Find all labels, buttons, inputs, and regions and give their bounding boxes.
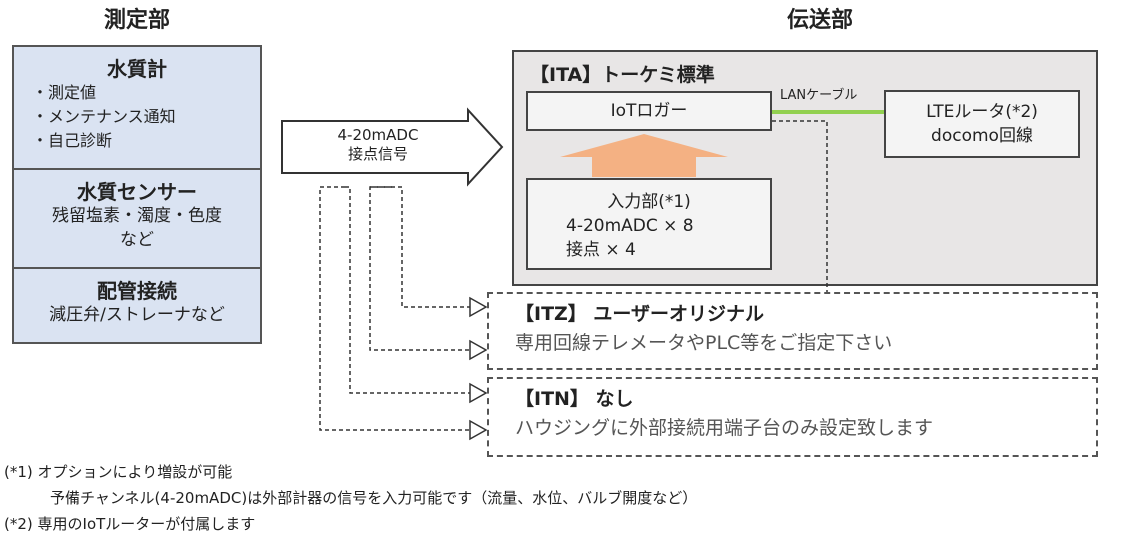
note-1: (*1) オプションにより増設が可能: [4, 463, 233, 481]
water-sensor-line: 残留塩素・濁度・色度: [52, 206, 222, 226]
up-arrow: [560, 134, 728, 177]
input-line-1: 入力部(*1): [607, 192, 691, 212]
water-meter-item: ・自己診断: [32, 131, 113, 150]
water-meter-box: 水質計 ・測定値 ・メンテナンス通知 ・自己診断: [12, 45, 262, 170]
water-sensor-box: 水質センサー 残留塩素・濁度・色度 など: [12, 168, 262, 269]
piping-title: 配管接続: [97, 279, 177, 303]
piping-text: 減圧弁/ストレーナなど: [49, 305, 225, 325]
dashed-arrow-2: [369, 186, 470, 351]
lan-cable-label: LANケーブル: [780, 88, 858, 103]
dashed-arrow-3: [345, 186, 470, 394]
water-meter-item: ・測定値: [32, 83, 97, 102]
piping-box: 配管接続 減圧弁/ストレーナなど: [12, 267, 262, 344]
signal-arrow: [281, 107, 504, 187]
ita-title: 【ITA】トーケミ標準: [530, 64, 715, 86]
dashed-arrow-2-head: [469, 339, 488, 361]
input-box: 入力部(*1) 4-20mADC × 8 接点 × 4: [526, 178, 772, 270]
dashed-arrow-1: [370, 186, 470, 308]
signal-line-1: 4-20mADC: [337, 126, 419, 144]
note-2: (*2) 専用のIoTルーターが付属します: [4, 515, 256, 533]
water-sensor-line: など: [120, 230, 154, 250]
input-line-2: 4-20mADC × 8: [566, 216, 694, 236]
itn-box: 【ITN】 なし ハウジングに外部接続用端子台のみ設定致します: [487, 377, 1098, 457]
dashed-arrow-1-head: [469, 296, 488, 318]
itn-title: 【ITN】 なし: [515, 388, 634, 410]
measurement-heading: 測定部: [103, 8, 170, 33]
iot-logger-box: IoTロガー: [526, 91, 772, 131]
transmission-heading: 伝送部: [786, 8, 853, 33]
dashed-arrow-4: [319, 186, 470, 431]
lte-router-box: LTEルータ(*2) docomo回線: [884, 90, 1080, 158]
water-meter-item: ・メンテナンス通知: [32, 107, 176, 126]
lte-line-2: docomo回線: [931, 126, 1033, 146]
water-sensor-title: 水質センサー: [77, 180, 197, 204]
dashed-arrow-3-head: [469, 382, 488, 404]
signal-line-2: 接点信号: [347, 145, 408, 163]
signal-arrow-label: 4-20mADC 接点信号: [290, 126, 466, 164]
note-1-detail: 予備チャンネル(4-20mADC)は外部計器の信号を入力可能です（流量、水位、バ…: [50, 489, 698, 507]
logger-dashed-line: [772, 120, 828, 292]
lte-line-1: LTEルータ(*2): [926, 102, 1038, 122]
water-meter-title: 水質計: [107, 57, 167, 81]
itz-desc: 専用回線テレメータやPLC等をご指定下さい: [515, 332, 893, 354]
input-line-3: 接点 × 4: [566, 240, 636, 260]
iot-logger-label: IoTロガー: [610, 101, 688, 121]
dashed-arrow-4-head: [469, 419, 488, 441]
itz-box: 【ITZ】 ユーザーオリジナル 専用回線テレメータやPLC等をご指定下さい: [487, 292, 1098, 370]
itn-desc: ハウジングに外部接続用端子台のみ設定致します: [515, 417, 934, 439]
itz-title: 【ITZ】 ユーザーオリジナル: [515, 303, 765, 325]
